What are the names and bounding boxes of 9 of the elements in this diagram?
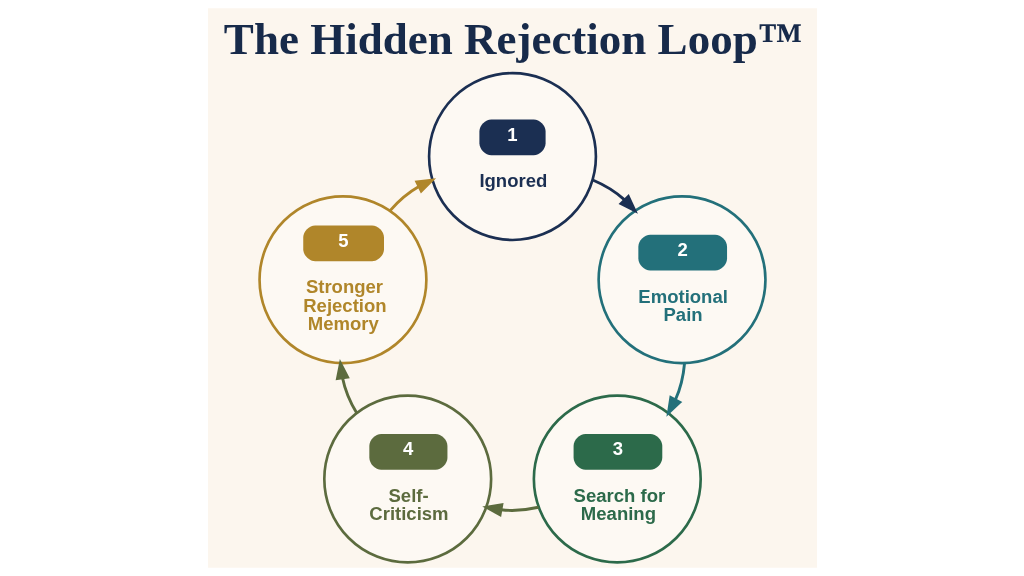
arrow xyxy=(481,503,539,518)
arrow xyxy=(335,359,358,414)
node-circle: 1 Ignored xyxy=(427,71,597,242)
diagram-title: The Hidden Rejection Loop™ xyxy=(223,13,803,64)
node-circle: 5 Stronger Rejection Memory xyxy=(257,195,428,365)
arrow xyxy=(665,363,686,417)
arrow xyxy=(591,178,638,214)
arrow xyxy=(388,178,436,212)
node-circle: 4 Self-Criticism xyxy=(322,394,492,564)
